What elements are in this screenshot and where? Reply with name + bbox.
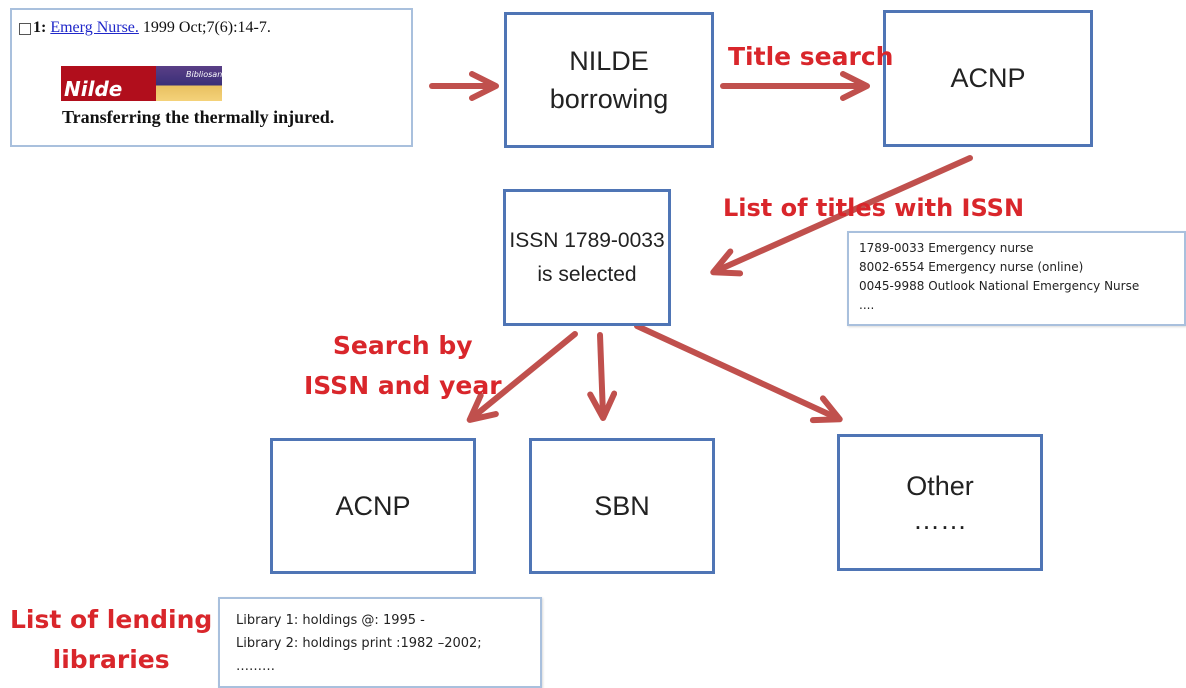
nilde-logo-text: Nilde [61, 66, 156, 101]
node-other: Other …… [837, 434, 1043, 571]
node-acnp-bottom-label: ACNP [335, 490, 411, 521]
citation-index: 1: [33, 19, 47, 36]
node-sbn: SBN [529, 438, 715, 574]
label-search-by-line1: Search by [332, 331, 473, 360]
node-other-line2: …… [913, 504, 967, 535]
arrow-acnp-to-issn [710, 155, 973, 277]
node-nilde-line1: NILDE [569, 46, 649, 76]
node-acnp-bottom: ACNP [270, 438, 476, 574]
node-issn-line1: ISSN 1789-0033 [509, 228, 665, 252]
node-issn-selected: ISSN 1789-0033 is selected [503, 189, 671, 326]
node-nilde-borrowing: NILDE borrowing [504, 12, 714, 148]
label-search-by-line2: ISSN and year [304, 371, 502, 400]
label-list-titles-issn: List of titles with ISSN [723, 194, 1025, 222]
node-acnp-top: ACNP [883, 10, 1093, 147]
node-sbn-label: SBN [594, 490, 650, 521]
libraries-list-panel: Library 1: holdings @: 1995 - Library 2:… [218, 597, 542, 688]
titles-list-item: 8002-6554 Emergency nurse (online) [859, 260, 1084, 274]
pubmed-citation: 1: Emerg Nurse. 1999 Oct;7(6):14-7. Nild… [10, 8, 413, 147]
arrow-issn-to-other [634, 323, 843, 424]
node-other-line1: Other [906, 470, 974, 501]
library-item: ……… [236, 659, 275, 674]
titles-list-panel: 1789-0033 Emergency nurse 8002-6554 Emer… [847, 231, 1186, 326]
label-list-lending-line1: List of lending [10, 605, 213, 634]
node-nilde-line2: borrowing [549, 84, 669, 114]
node-acnp-top-label: ACNP [950, 63, 1026, 93]
citation-details: 1999 Oct;7(6):14-7. [142, 19, 271, 36]
label-list-lending-line2: libraries [52, 645, 170, 674]
nilde-bibliosan-logo[interactable]: Nilde Bibliosan [61, 66, 222, 101]
arrow-issn-to-acnp [466, 331, 578, 423]
label-search-by: Search by ISSN and year [304, 326, 502, 406]
citation-checkbox[interactable] [19, 23, 31, 35]
titles-list-item: .... [859, 298, 875, 312]
library-item: Library 2: holdings print :1982 –2002; [236, 636, 482, 651]
article-title: Transferring the thermally injured. [62, 107, 335, 127]
label-list-lending: List of lending libraries [10, 600, 212, 680]
bibliosan-logo-text: Bibliosan [156, 66, 222, 101]
titles-list-item: 0045-9988 Outlook National Emergency Nur… [859, 279, 1140, 293]
library-item: Library 1: holdings @: 1995 - [236, 613, 425, 628]
arrow-issn-to-sbn [587, 332, 618, 421]
journal-link[interactable]: Emerg Nurse. [50, 19, 139, 36]
node-issn-line2: is selected [537, 262, 637, 286]
citation-line: 1: Emerg Nurse. 1999 Oct;7(6):14-7. [33, 19, 271, 37]
label-title-search: Title search [728, 42, 894, 71]
titles-list-item: 1789-0033 Emergency nurse [859, 241, 1034, 255]
